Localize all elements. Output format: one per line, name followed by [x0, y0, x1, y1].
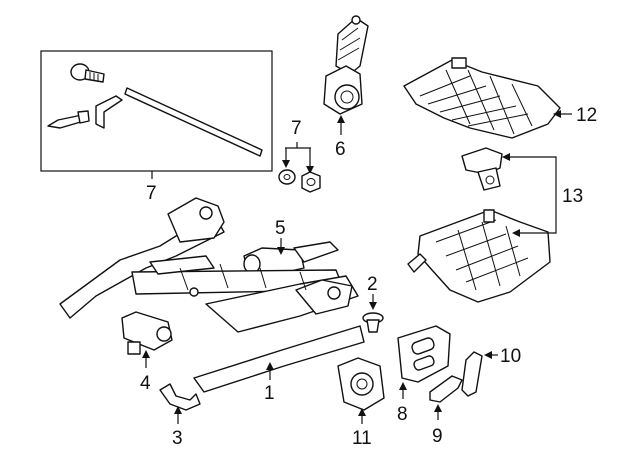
- callout-13: 13: [562, 186, 583, 207]
- callout-12: 12: [576, 105, 597, 126]
- callout-10: 10: [500, 346, 521, 367]
- callout-7-kit: 7: [146, 183, 157, 204]
- kit-rod: [124, 87, 263, 157]
- part-7-nut: [301, 171, 321, 193]
- part-13-frame: [407, 209, 551, 303]
- kit-bolt: [70, 63, 105, 83]
- kit-box-7: [40, 50, 273, 172]
- part-4-sensor: [121, 311, 173, 355]
- callout-9: 9: [432, 426, 443, 447]
- callout-5: 5: [275, 218, 286, 239]
- part-13-sensor: [461, 147, 503, 191]
- part-1-seat-track: [59, 197, 365, 393]
- part-2-clip: [362, 312, 384, 333]
- callout-11: 11: [352, 428, 372, 449]
- part-9-knob: [429, 375, 463, 403]
- part-8-switch-panel: [397, 325, 451, 383]
- part-11-switch: [337, 357, 385, 411]
- part-12-module-tray: [403, 57, 561, 139]
- callout-8: 8: [397, 404, 408, 425]
- callout-6: 6: [335, 139, 346, 160]
- kit-pin: [47, 110, 90, 129]
- part-5-actuator: [243, 241, 339, 277]
- callout-3: 3: [172, 428, 183, 449]
- callout-1: 1: [264, 383, 275, 404]
- callout-4: 4: [140, 373, 151, 394]
- part-6-motor: [323, 15, 369, 115]
- callout-2: 2: [367, 274, 378, 295]
- kit-bracket: [95, 95, 123, 129]
- part-10-cover: [461, 351, 483, 397]
- part-3-clip: [159, 383, 201, 411]
- callout-7-parts: 7: [291, 118, 302, 139]
- part-7-washer: [278, 169, 296, 185]
